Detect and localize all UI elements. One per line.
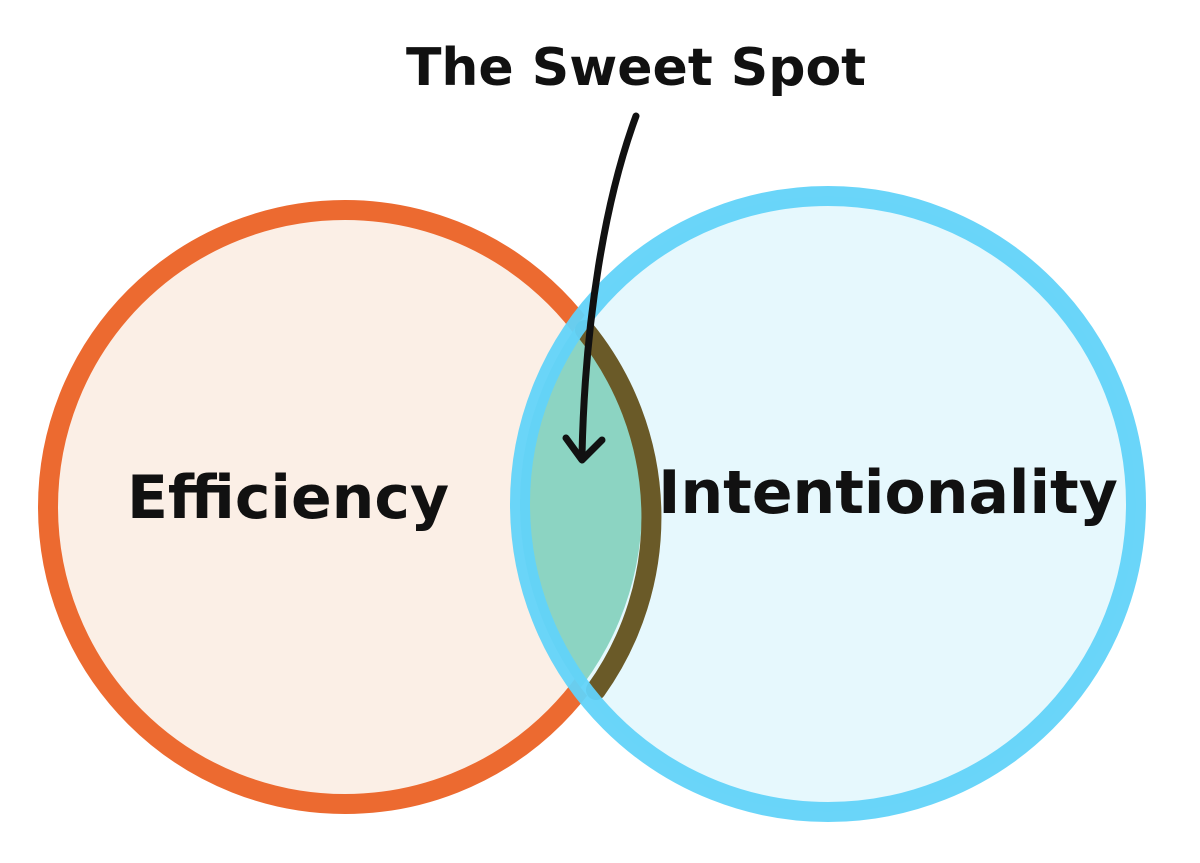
efficiency-label: Efficiency — [127, 463, 449, 533]
sweet-spot-arrow — [578, 112, 640, 459]
intentionality-circle — [510, 186, 1146, 822]
overlap-edge — [575, 320, 662, 700]
intentionality-circle-fill — [520, 196, 1136, 812]
sweet-spot-annotation: The Sweet Spot — [406, 38, 866, 98]
intentionality-label: Intentionality — [658, 458, 1118, 528]
arrow-head-icon — [562, 434, 606, 464]
